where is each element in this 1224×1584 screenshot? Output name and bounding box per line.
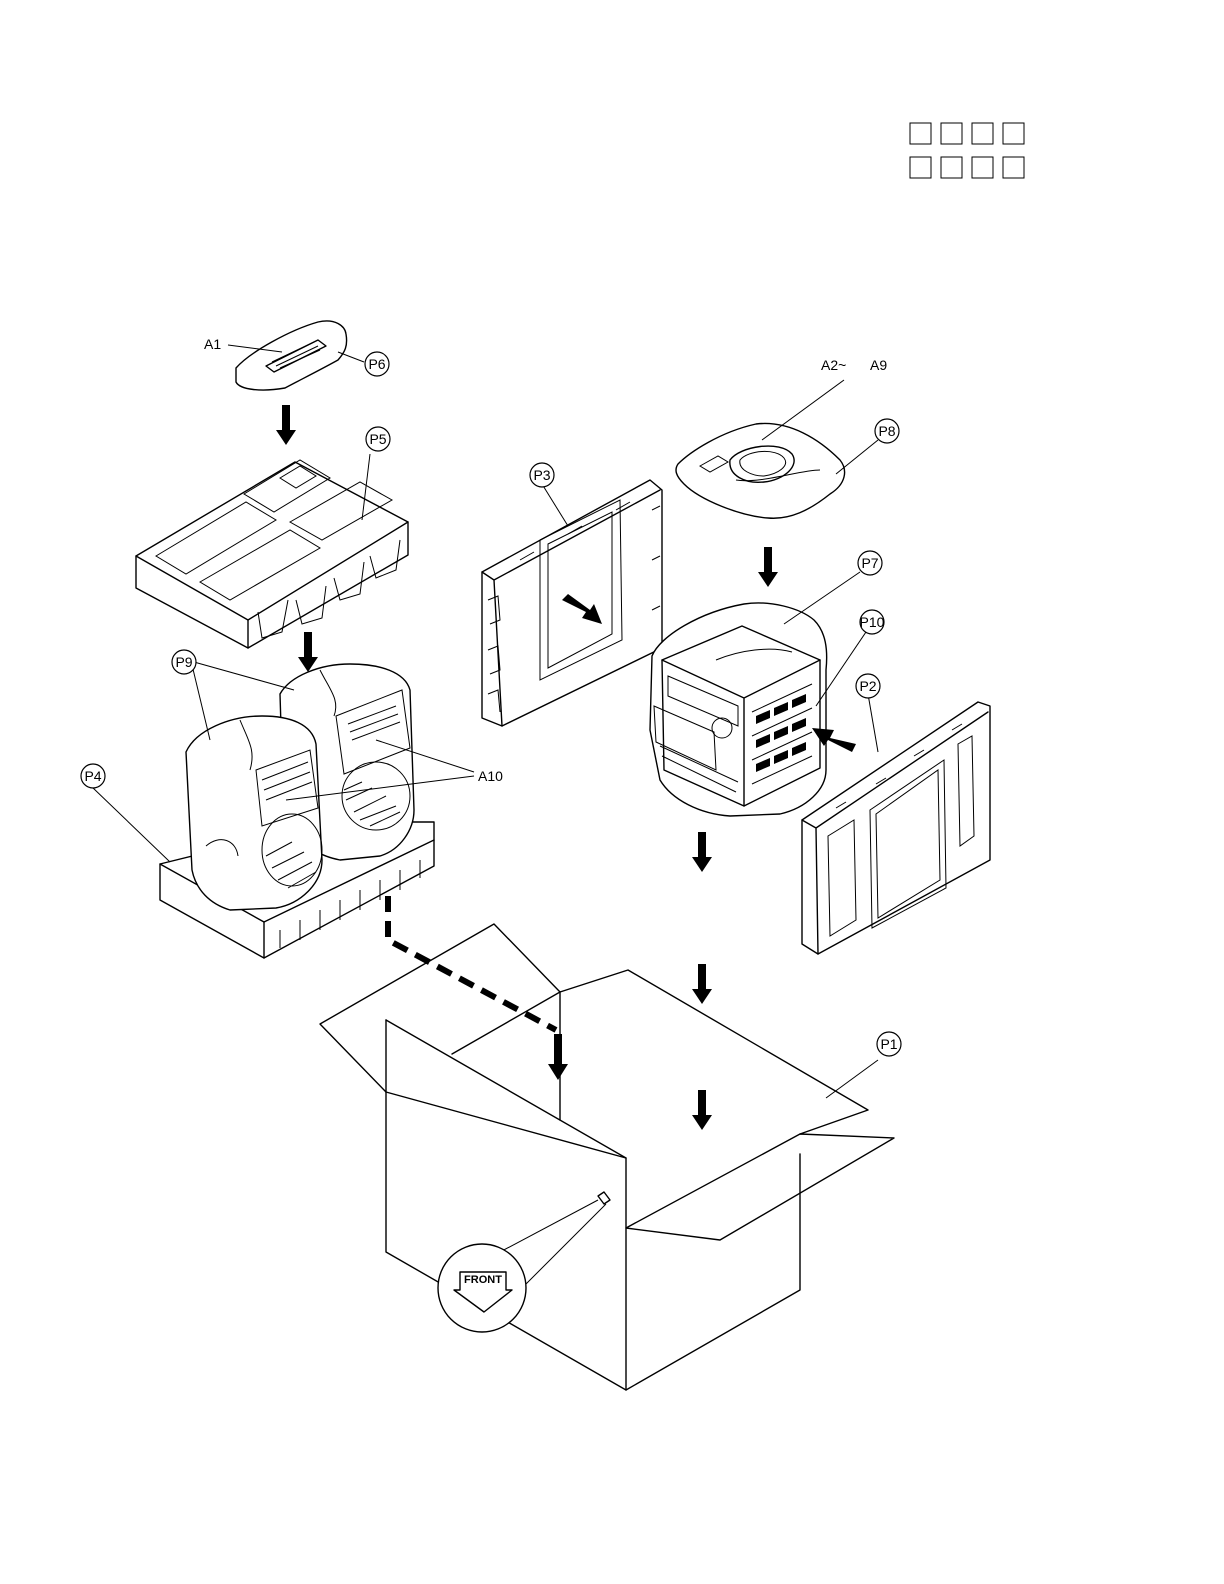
label-a9: A9: [870, 357, 887, 373]
dashed-path: [388, 896, 556, 1030]
front-label: FRONT: [464, 1274, 502, 1286]
speaker-left: [186, 716, 322, 910]
label-p5: P5: [369, 431, 386, 447]
front-indicator: FRONT: [438, 1192, 610, 1332]
label-p8: P8: [878, 423, 895, 439]
label-a1: A1: [204, 336, 221, 352]
remote-control-bag: [228, 321, 364, 390]
remote-control: [266, 340, 326, 372]
label-p3: P3: [533, 467, 550, 483]
label-p9: P9: [175, 654, 192, 670]
carton-box: [320, 924, 894, 1390]
label-a2: A2~: [821, 357, 846, 373]
label-a10: A10: [478, 768, 503, 784]
label-p7: P7: [861, 555, 878, 571]
label-p4: P4: [84, 768, 101, 784]
main-unit: [650, 572, 866, 816]
label-p1: P1: [880, 1036, 897, 1052]
label-p2: P2: [859, 678, 876, 694]
top-foam-insert: [136, 454, 408, 648]
label-p10: P10: [860, 614, 885, 630]
accessories-bag: [676, 380, 878, 518]
label-p6: P6: [368, 356, 385, 372]
title-placeholder-boxes: [910, 123, 1024, 178]
